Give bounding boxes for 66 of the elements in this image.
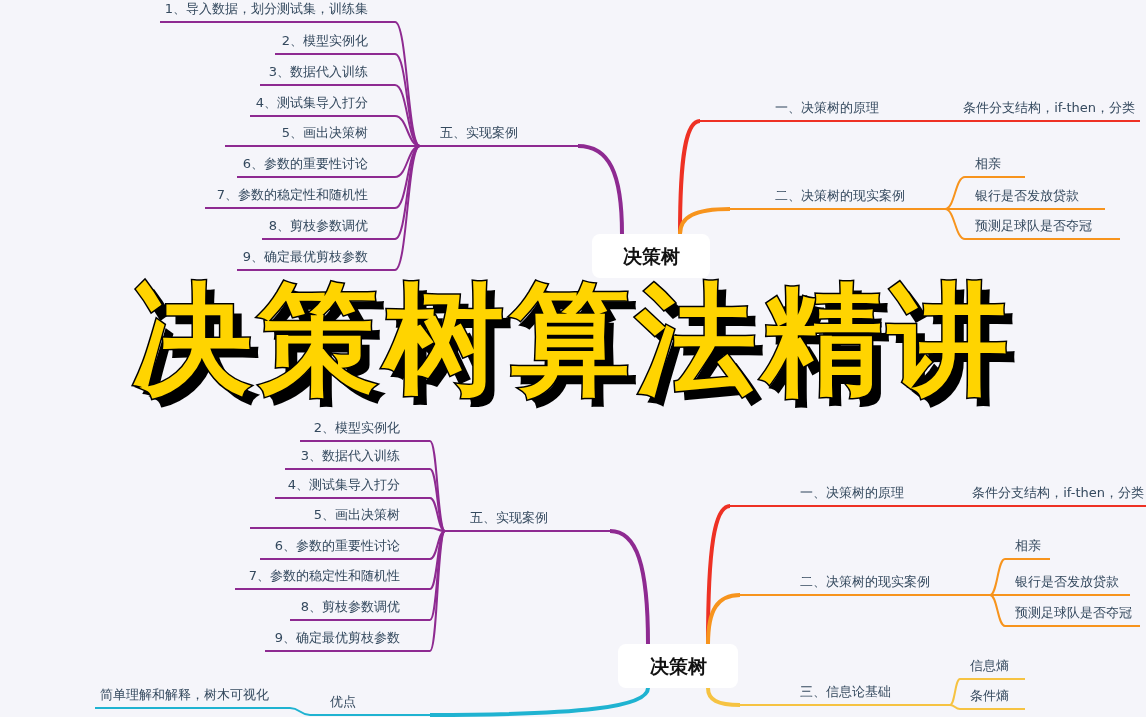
branch-topic: 6、参数的重要性讨论 — [237, 154, 395, 178]
branch-topic: 2、模型实例化 — [275, 31, 395, 55]
branch-topic: 预测足球队是否夺冠 — [965, 216, 1120, 240]
branch-topic: 优点 — [310, 692, 430, 716]
branch-line — [609, 529, 650, 645]
branch-line — [949, 704, 961, 710]
root-node: 决策树 — [618, 644, 738, 688]
branch-line — [944, 208, 966, 210]
branch-topic: 相亲 — [1005, 536, 1050, 560]
branch-topic: 5、画出决策树 — [250, 505, 430, 529]
branch-topic: 条件分支结构，if-then，分类 — [940, 98, 1140, 122]
branch-line — [394, 115, 421, 147]
branch-topic: 银行是否发放贷款 — [965, 186, 1105, 210]
branch-topic: 信息熵 — [960, 656, 1025, 680]
branch-topic: 一、决策树的原理 — [730, 483, 930, 507]
branch-line — [429, 530, 446, 590]
branch-line — [289, 707, 311, 716]
branch-topic: 4、测试集导入打分 — [275, 475, 430, 499]
branch-line — [429, 530, 446, 652]
branch-topic: 3、数据代入训练 — [285, 446, 430, 470]
branch-topic: 三、信息论基础 — [740, 682, 950, 706]
branch-topic: 简单理解和解释，树木可视化 — [95, 685, 290, 709]
branch-line — [429, 530, 446, 560]
branch-topic: 5、画出决策树 — [225, 123, 395, 147]
branch-line — [944, 208, 966, 240]
branch-topic: 二、决策树的现实案例 — [730, 186, 945, 210]
branch-topic: 五、实现案例 — [420, 123, 578, 147]
branch-topic: 9、确定最优剪枝参数 — [237, 247, 395, 271]
branch-topic: 8、剪枝参数调优 — [262, 216, 395, 240]
branch-topic: 6、参数的重要性讨论 — [260, 536, 430, 560]
branch-topic: 1、导入数据，划分测试集，训练集 — [160, 0, 395, 23]
branch-topic: 二、决策树的现实案例 — [740, 572, 990, 596]
branch-line — [706, 687, 741, 707]
branch-topic: 条件熵 — [960, 686, 1025, 710]
branch-topic: 预测足球队是否夺冠 — [1005, 603, 1140, 627]
branch-topic: 条件分支结构，if-then，分类 — [963, 483, 1146, 507]
branch-line — [430, 687, 650, 717]
branch-line — [678, 207, 731, 235]
branch-line — [989, 594, 1006, 627]
branch-line — [429, 497, 446, 532]
branch-line — [577, 144, 624, 235]
branch-topic: 7、参数的稳定性和随机性 — [205, 185, 395, 209]
branch-topic: 2、模型实例化 — [300, 418, 430, 442]
branch-line — [706, 593, 741, 645]
branch-line — [429, 527, 446, 532]
branch-topic: 一、决策树的原理 — [700, 98, 890, 122]
branch-topic: 相亲 — [965, 154, 1025, 178]
branch-line — [889, 120, 941, 122]
branch-line — [989, 558, 1006, 596]
branch-line — [394, 145, 421, 240]
branch-line — [949, 678, 961, 706]
branch-topic: 4、测试集导入打分 — [250, 93, 395, 117]
branch-topic: 9、确定最优剪枝参数 — [265, 628, 430, 652]
branch-topic: 五、实现案例 — [445, 508, 610, 532]
branch-topic: 7、参数的稳定性和随机性 — [235, 566, 430, 590]
branch-line — [394, 145, 421, 271]
branch-line — [394, 145, 421, 178]
branch-topic: 8、剪枝参数调优 — [290, 597, 430, 621]
branch-line — [989, 594, 1006, 596]
branch-line — [929, 505, 964, 507]
branch-topic: 银行是否发放贷款 — [1005, 572, 1130, 596]
branch-topic: 3、数据代入训练 — [260, 62, 395, 86]
branch-line — [394, 53, 421, 147]
root-node: 决策树 — [592, 234, 710, 278]
branch-line — [944, 176, 966, 210]
branch-line — [429, 468, 446, 532]
